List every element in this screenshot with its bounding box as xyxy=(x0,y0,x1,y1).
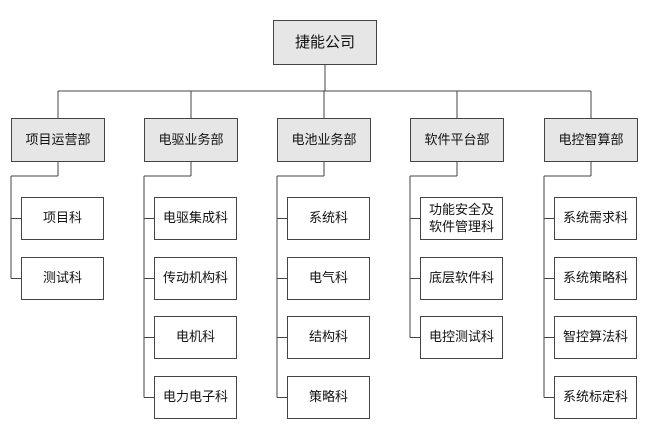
dept-4-section-3: 系统标定科 xyxy=(554,376,637,419)
dept-4-section-1: 系统策略科 xyxy=(554,257,637,300)
dept-2: 电池业务部 xyxy=(277,118,371,162)
dept-0-section-1: 测试科 xyxy=(21,257,104,300)
dept-4-section-2: 智控算法科 xyxy=(554,316,637,359)
dept-1-section-2: 电机科 xyxy=(154,316,237,359)
dept-0: 项目运营部 xyxy=(11,118,105,162)
dept-1-section-1: 传动机构科 xyxy=(154,257,237,300)
dept-2-section-3: 策略科 xyxy=(287,376,370,419)
dept-2-section-2: 结构科 xyxy=(287,316,370,359)
dept-3-section-0: 功能安全及 软件管理科 xyxy=(420,197,503,240)
dept-3: 软件平台部 xyxy=(410,118,504,162)
dept-2-section-1: 电气科 xyxy=(287,257,370,300)
dept-4-section-0: 系统需求科 xyxy=(554,197,637,240)
dept-2-section-0: 系统科 xyxy=(287,197,370,240)
dept-3-section-2: 电控测试科 xyxy=(420,316,503,359)
dept-1-section-3: 电力电子科 xyxy=(154,376,237,419)
root-company: 捷能公司 xyxy=(273,20,377,65)
dept-1: 电驱业务部 xyxy=(144,118,238,162)
dept-4: 电控智算部 xyxy=(544,118,638,162)
dept-1-section-0: 电驱集成科 xyxy=(154,197,237,240)
dept-0-section-0: 项目科 xyxy=(21,197,104,240)
dept-3-section-1: 底层软件科 xyxy=(420,257,503,300)
